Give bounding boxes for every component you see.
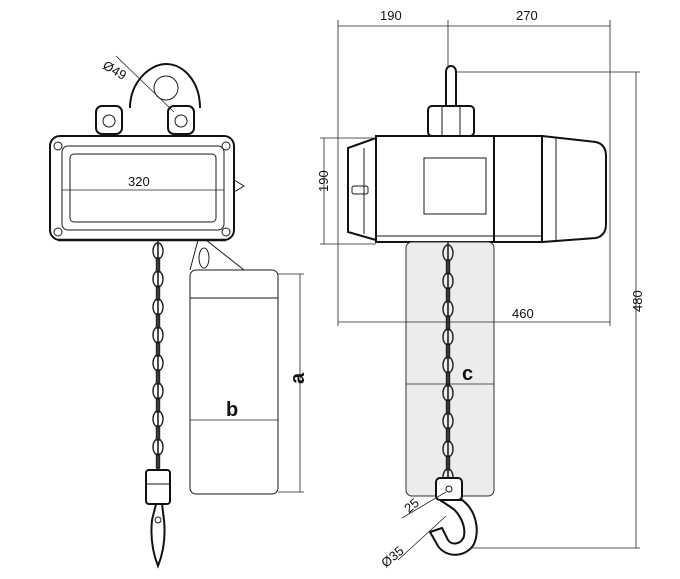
chain-link	[155, 369, 161, 385]
chain-link	[445, 259, 451, 275]
chain-link	[445, 455, 451, 471]
chain-link	[445, 427, 451, 443]
suspension-eye	[95, 62, 201, 135]
chain-link	[152, 382, 164, 400]
width-320-label: 320	[128, 174, 150, 189]
chain-link	[155, 397, 161, 413]
dim-b-label: b	[226, 399, 238, 421]
chain-link	[445, 287, 451, 303]
chain-link	[152, 298, 164, 316]
dia-49-leader	[115, 55, 175, 113]
chain-link	[445, 315, 451, 331]
chain-link	[442, 328, 454, 346]
front-view: Ø49 320	[49, 55, 309, 569]
bottom-hook-front	[145, 469, 171, 569]
dim-a-label: a	[287, 372, 309, 384]
dim-460-label: 460	[512, 306, 534, 321]
chain-link	[442, 440, 454, 458]
chain-link	[155, 425, 161, 441]
dim-190-top-label: 190	[380, 8, 402, 23]
dim-270-label: 270	[516, 8, 538, 23]
front-housing	[49, 135, 245, 242]
chain-link	[155, 453, 161, 469]
chain-link	[442, 272, 454, 290]
chain-link	[442, 300, 454, 318]
chain-link	[155, 257, 161, 273]
chain-link	[152, 326, 164, 344]
dim-190-side-label: 190	[316, 170, 331, 192]
chain-link	[152, 410, 164, 428]
chain-link	[442, 356, 454, 374]
side-housing	[347, 134, 607, 244]
chain-link	[152, 242, 164, 260]
dia-49-label: Ø49	[100, 58, 129, 83]
chain-link	[442, 244, 454, 262]
load-chain-front	[152, 240, 164, 476]
dia-35-leader	[397, 515, 447, 561]
chain-link	[445, 371, 451, 387]
dim-c-label: c	[462, 363, 473, 385]
chain-link	[152, 354, 164, 372]
dim-480-label: 480	[630, 290, 645, 312]
top-hook-side	[427, 65, 475, 137]
chain-link	[152, 270, 164, 288]
chain-link	[445, 399, 451, 415]
chain-link	[155, 313, 161, 329]
dim-25-label: 25	[401, 495, 422, 516]
dim-25-leader	[401, 491, 447, 519]
chain-link	[442, 412, 454, 430]
chain-link	[445, 343, 451, 359]
chain-link	[155, 285, 161, 301]
chain-link	[442, 384, 454, 402]
chain-link	[155, 341, 161, 357]
chain-bag	[189, 239, 279, 495]
dia-35-label: Ø35	[378, 543, 406, 570]
side-view: 190 270 190	[316, 8, 645, 570]
chain-link	[152, 438, 164, 456]
